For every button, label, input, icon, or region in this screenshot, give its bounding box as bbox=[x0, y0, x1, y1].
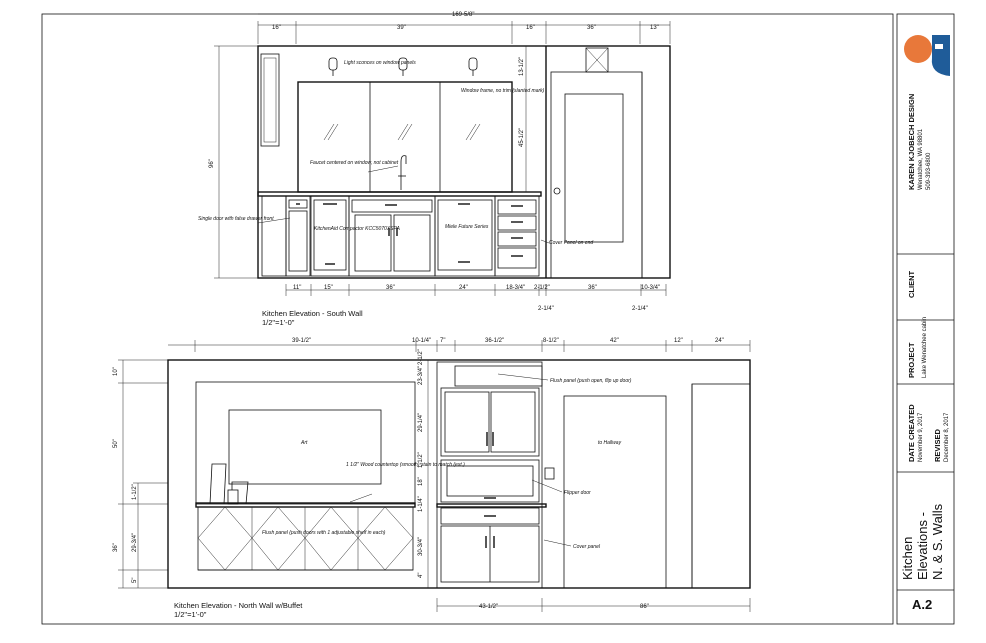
south-bottom-dim: 36" bbox=[588, 285, 597, 291]
door-knob-icon bbox=[553, 187, 561, 195]
date-created-label: DATE CREATED bbox=[907, 404, 916, 462]
south-bottom-dim: 18-3/4" bbox=[506, 285, 525, 291]
north-top-dim: 42" bbox=[610, 338, 619, 344]
south-bottom-dim: 2-1/2" bbox=[534, 285, 550, 291]
south-bottom-dim: 24" bbox=[459, 285, 468, 291]
south-top-dim: 13" bbox=[650, 25, 659, 31]
note-art: Art bbox=[300, 440, 308, 446]
north-left-dim: 50" bbox=[113, 439, 119, 448]
north-top-dim: 7" bbox=[440, 338, 445, 344]
revised-date: December 8, 2017 bbox=[944, 412, 950, 462]
faucet-icon bbox=[398, 155, 407, 190]
south-bottom-dim: 36" bbox=[386, 285, 395, 291]
south-top-dim: 16" bbox=[526, 25, 535, 31]
south-overall-dim: 169-5/8" bbox=[452, 12, 474, 18]
north-top-dim: 36-1/2" bbox=[485, 338, 504, 344]
north-left-dim: 5" bbox=[132, 578, 138, 583]
outlet-icon bbox=[544, 467, 555, 480]
note-counter: 1 1/2" Wood countertop (smooth) stain to… bbox=[346, 462, 465, 468]
sconce-icon bbox=[328, 57, 478, 76]
note-miele: Miele Future Series bbox=[445, 224, 489, 230]
south-top-dim: 39" bbox=[397, 25, 406, 31]
sheet-number: A.2 bbox=[912, 597, 932, 612]
south-top-dim: 16" bbox=[272, 25, 281, 31]
north-title: Kitchen Elevation - North Wall w/Buffet bbox=[174, 601, 303, 610]
south-extra-dim: 2-1/4" bbox=[632, 306, 648, 312]
north-left-dim: 29-3/4" bbox=[132, 533, 138, 552]
south-title: Kitchen Elevation - South Wall bbox=[262, 309, 363, 318]
south-scale: 1/2"=1'-0" bbox=[262, 318, 295, 327]
company-phone: 509-393-6800 bbox=[926, 152, 932, 190]
north-cab-dim: 29-1/4" bbox=[418, 413, 424, 432]
north-top-dim: 39-1/2" bbox=[292, 338, 311, 344]
project-label: PROJECT bbox=[907, 342, 916, 378]
company-address: Wenatchee, WA 98801 bbox=[918, 128, 924, 190]
north-cab-dim: 1-1/4" bbox=[418, 496, 424, 512]
north-top-dim: 24" bbox=[715, 338, 724, 344]
north-left-dim: 36" bbox=[113, 543, 119, 552]
svg-text:N. & S. Walls: N. & S. Walls bbox=[930, 503, 945, 580]
south-bottom-dim: 10-3/4" bbox=[641, 285, 660, 291]
north-cab-dim: 4" bbox=[418, 573, 424, 578]
note-flipper: Flipper door bbox=[564, 490, 591, 496]
logo-icon bbox=[904, 35, 950, 76]
north-scale: 1/2"=1'-0" bbox=[174, 610, 207, 619]
note-lights: Light sconces on window panels bbox=[344, 60, 416, 66]
note-cover-panel: Cover Panel on end bbox=[549, 240, 593, 246]
note-flush-top: Flush panel (push open, flip up door) bbox=[550, 378, 632, 384]
south-height-dim: 96" bbox=[209, 159, 215, 168]
sheet-title: Kitchen Elevations - N. & S. Walls bbox=[900, 503, 945, 580]
north-cab-dim: 1-1/2" bbox=[418, 452, 424, 468]
north-elevation: 39-1/2" 10-1/4" 7" 36-1/2" 8-1/2" 42" 12… bbox=[113, 338, 751, 619]
south-extra-dim: 2-1/4" bbox=[538, 306, 554, 312]
south-bottom-dim: 15" bbox=[324, 285, 333, 291]
north-cab-dim: 23-3/4" bbox=[418, 366, 424, 385]
south-top-dim: 36" bbox=[587, 25, 596, 31]
note-window: Window frame, no trim (slanted mark) bbox=[461, 88, 545, 94]
north-left-dim: 10" bbox=[113, 367, 119, 376]
south-right-dim: 13-1/2" bbox=[519, 57, 525, 76]
south-bottom-dim: 11" bbox=[293, 285, 301, 291]
north-top-dim: 12" bbox=[674, 338, 683, 344]
south-right-dim: 45-1/2" bbox=[519, 128, 525, 147]
client-label: CLIENT bbox=[907, 271, 916, 299]
north-top-dim: 8-1/2" bbox=[543, 338, 559, 344]
company-name: KAREN KJOBECH DESIGN bbox=[907, 94, 916, 190]
note-single-door: Single door with false drawer front bbox=[198, 216, 274, 222]
sheet-border bbox=[41, 13, 894, 625]
note-kitchenaid: KitchenAid Compactor KCC5070XSPA bbox=[314, 226, 400, 232]
north-cab-dim: 18" bbox=[418, 477, 424, 486]
note-cover: Cover panel bbox=[573, 544, 601, 550]
svg-text:Elevations -: Elevations - bbox=[915, 512, 930, 580]
note-hallway: to Hallway bbox=[598, 440, 622, 446]
north-bottom-dim: 86" bbox=[640, 604, 649, 610]
project-name: Lake Wenatchee cabin bbox=[922, 317, 928, 378]
svg-text:Kitchen: Kitchen bbox=[900, 537, 915, 580]
north-bottom-dim: 43-1/2" bbox=[479, 604, 498, 610]
title-block bbox=[896, 13, 955, 625]
note-flush-panel: Flush panel (push doors with 1 adjustabl… bbox=[262, 530, 386, 536]
date-created: November 9, 2017 bbox=[918, 412, 924, 462]
south-elevation: 169-5/8" 16" 39" 16" 36" 13" 96" bbox=[198, 12, 671, 327]
north-cab-dim: 30-3/4" bbox=[418, 537, 424, 556]
north-left-dim: 1-1/2" bbox=[132, 484, 138, 500]
north-cab-dim: 2-1/2" bbox=[418, 349, 424, 365]
revised-label: REVISED bbox=[933, 428, 942, 462]
note-faucet: Faucet centered on window, not cabinet bbox=[310, 160, 399, 166]
north-top-dim: 10-1/4" bbox=[412, 338, 431, 344]
